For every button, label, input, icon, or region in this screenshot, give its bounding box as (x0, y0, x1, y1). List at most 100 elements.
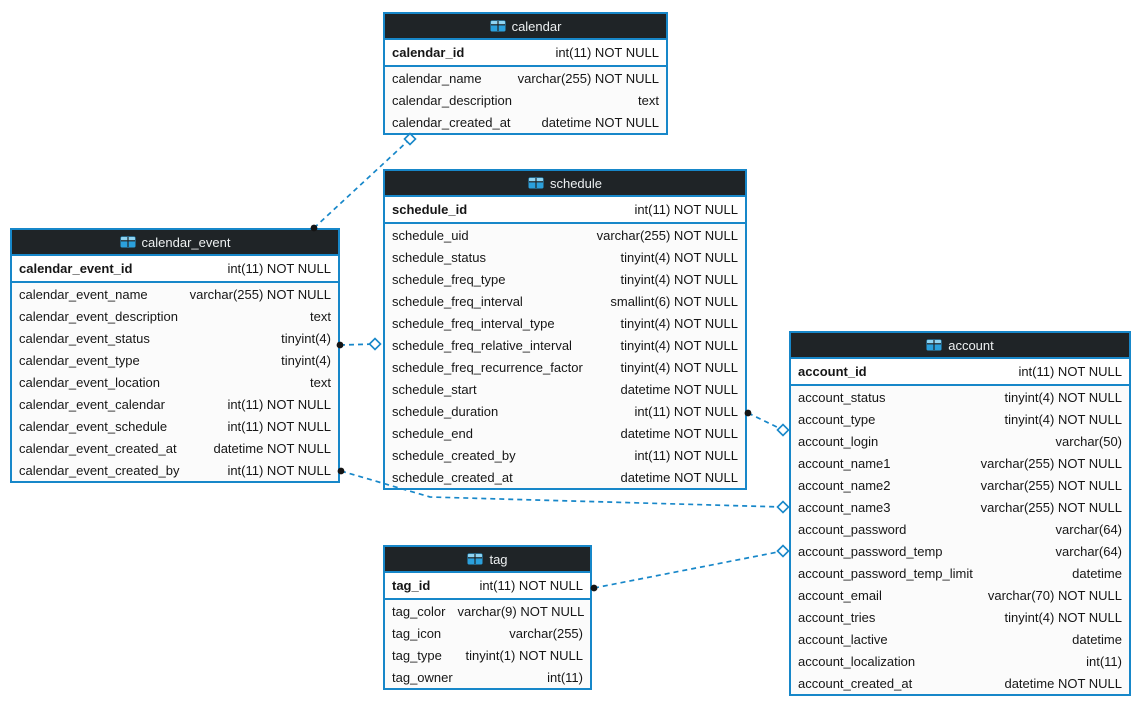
column-type: varchar(255) NOT NULL (517, 70, 659, 86)
relation-line-tag-account[interactable] (593, 550, 784, 589)
relation-line-calendar_event-schedule[interactable] (339, 343, 376, 346)
relation-diamond-endpoint (776, 544, 790, 558)
column-type: int(11) NOT NULL (479, 578, 583, 593)
column-type: int(11) NOT NULL (1018, 364, 1122, 379)
table-row[interactable]: account_name1 varchar(255) NOT NULL (791, 452, 1129, 474)
table-row[interactable]: account_password_temp varchar(64) (791, 540, 1129, 562)
column-type: tinyint(4) (281, 330, 331, 346)
table-row[interactable]: tag_icon varchar(255) (385, 622, 590, 644)
column-type: int(11) NOT NULL (634, 202, 738, 217)
table-header[interactable]: calendar_event (12, 230, 338, 256)
column-name: schedule_freq_type (392, 271, 506, 287)
column-name: account_password_temp (798, 543, 943, 559)
column-type: datetime NOT NULL (620, 425, 738, 441)
column-name: calendar_id (392, 45, 465, 60)
column-type: int(11) NOT NULL (227, 261, 331, 276)
table-header[interactable]: account (791, 333, 1129, 359)
column-name: schedule_created_at (392, 469, 513, 485)
table-row[interactable]: schedule_freq_interval smallint(6) NOT NU… (385, 290, 745, 312)
column-type: datetime NOT NULL (620, 469, 738, 485)
column-type: tinyint(4) NOT NULL (620, 315, 738, 331)
column-type: int(11) NOT NULL (227, 462, 331, 478)
table-header[interactable]: calendar (385, 14, 666, 40)
table-header[interactable]: tag (385, 547, 590, 573)
column-type: tinyint(4) (281, 352, 331, 368)
column-name: account_email (798, 587, 882, 603)
column-name: tag_icon (392, 625, 442, 641)
relation-diamond-endpoint (368, 337, 382, 351)
column-type: varchar(50) (1055, 433, 1122, 449)
column-type: int(11) (547, 669, 583, 685)
column-type: datetime (1072, 565, 1122, 581)
primary-key-row[interactable]: tag_id int(11) NOT NULL (385, 573, 590, 600)
column-type: tinyint(4) NOT NULL (1004, 609, 1122, 625)
column-type: varchar(64) (1055, 543, 1122, 559)
table-header[interactable]: schedule (385, 171, 745, 197)
table-title: calendar_event (141, 234, 231, 250)
column-name: tag_id (392, 578, 431, 593)
column-type: varchar(255) NOT NULL (596, 227, 738, 243)
column-type: smallint(6) NOT NULL (610, 293, 738, 309)
column-type: varchar(255) NOT NULL (980, 499, 1122, 515)
table-row[interactable]: schedule_created_at datetime NOT NULL (385, 466, 745, 488)
column-type: tinyint(4) NOT NULL (620, 337, 738, 353)
column-type: varchar(255) NOT NULL (980, 455, 1122, 471)
column-name: calendar_event_name (19, 286, 148, 302)
column-name: schedule_freq_interval (392, 293, 523, 309)
column-type: text (310, 308, 331, 324)
relation-line-schedule-account[interactable] (747, 412, 784, 431)
table-title: tag (489, 551, 508, 567)
column-name: account_name1 (798, 455, 891, 471)
column-name: schedule_duration (392, 403, 499, 419)
column-type: datetime NOT NULL (620, 381, 738, 397)
column-type: tinyint(4) NOT NULL (1004, 389, 1122, 405)
column-type: varchar(255) (509, 625, 583, 641)
